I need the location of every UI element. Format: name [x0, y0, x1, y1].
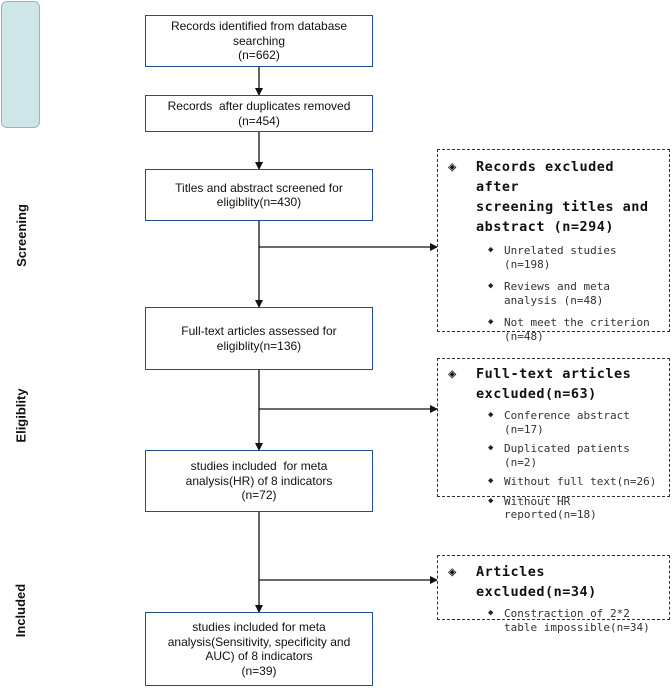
titles-screened-box: Titles and abstract screened for eligibl… — [145, 169, 373, 221]
fulltext-exclusions-title-line-2: excluded(n=63) — [476, 386, 597, 402]
exclusion-item-count: (n=198) — [504, 257, 551, 271]
records-identified-line-2: searching — [232, 33, 286, 48]
studies-included-hr-count: (n=72) — [241, 488, 277, 503]
records-identified-count: (n=662) — [238, 48, 280, 63]
exclusion-item-label: Reviews and meta — [504, 280, 610, 293]
studies-included-final-count: (n=39) — [241, 663, 277, 678]
exclusion-item-label: Unrelated studies — [504, 244, 617, 257]
diamond-bullet-icon: ◆ — [488, 281, 494, 291]
diamond-bullet-icon: ◆ — [488, 608, 494, 618]
studies-included-hr-box: studies included for meta analysis(HR) o… — [145, 450, 373, 512]
fulltext-assessed-line-1: Full-text articles assessed for — [181, 324, 337, 338]
exclusion-item-conference: ◆ Conference abstract (n=17) — [438, 409, 669, 436]
studies-included-final-box: studies included for meta analysis(Sensi… — [145, 612, 373, 686]
auc-exclusions-title: ◈ Articles excluded(n=34) — [438, 562, 669, 602]
exclusion-item-count: table impossible(n=34) — [504, 620, 650, 634]
exclusion-item-label: Conference abstract — [504, 409, 630, 422]
fulltext-exclusions-list: ◆ Conference abstract (n=17) ◆ Duplicate… — [438, 409, 669, 522]
records-deduplicated-line-1: Records after duplicates removed — [167, 99, 351, 113]
diamond-outline-icon: ◈ — [448, 159, 457, 175]
exclusion-item-count: analysis (n=48) — [504, 293, 604, 307]
screening-exclusions-title-line-2: screening titles and — [476, 199, 649, 215]
exclusion-item-label: Not meet the criterion — [504, 316, 650, 329]
titles-screened-line-2: eligiblity(n=430) — [216, 195, 302, 209]
exclusion-item-no-full-text: ◆ Without full text(n=26) — [438, 475, 669, 489]
screening-exclusions-title-line-3: abstract (n=294) — [476, 219, 615, 235]
auc-exclusions-list: ◆ Constraction of 2*2 table impossible(n… — [438, 607, 669, 634]
records-identified-box: Records identified from database searchi… — [145, 15, 373, 67]
fulltext-exclusions-title: ◈ Full-text articles excluded(n=63) — [438, 364, 669, 404]
diamond-bullet-icon: ◆ — [488, 410, 494, 420]
titles-screened-line-1: Titles and abstract screened for — [175, 180, 343, 195]
diamond-bullet-icon: ◆ — [488, 476, 494, 486]
screening-exclusions-title: ◈ Records excluded after screening title… — [438, 157, 669, 237]
exclusion-item-table-impossible: ◆ Constraction of 2*2 table impossible(n… — [438, 607, 669, 634]
exclusion-item-label: Without full text(n=26) — [504, 475, 657, 488]
exclusion-item-count: (n=17) — [504, 422, 544, 436]
exclusion-item-count: reported(n=18) — [504, 508, 597, 521]
studies-included-final-line-3: AUC) of 8 indicators — [205, 649, 313, 663]
auc-exclusions-box: ◈ Articles excluded(n=34) ◆ Constraction… — [437, 555, 670, 634]
diamond-bullet-icon: ◆ — [488, 317, 494, 327]
studies-included-final-line-2: analysis(Sensitivity, specificity and — [167, 634, 351, 649]
exclusion-item-no-hr: ◆ Without HR reported(n=18) — [438, 495, 669, 522]
auc-exclusions-title-line-1: Articles excluded(n=34) — [476, 564, 597, 600]
fulltext-exclusions-title-line-1: Full-text articles — [476, 366, 632, 382]
exclusion-item-label: Without HR — [504, 494, 571, 508]
screening-exclusions-title-line-1: Records excluded after — [476, 159, 615, 195]
diamond-bullet-icon: ◆ — [488, 495, 494, 506]
fulltext-assessed-line-2: eligiblity(n=136) — [216, 338, 302, 353]
diamond-bullet-icon: ◆ — [488, 443, 494, 453]
diamond-bullet-icon: ◆ — [488, 245, 494, 255]
exclusion-item-duplicated: ◆ Duplicated patients (n=2) — [438, 442, 669, 469]
fulltext-exclusions-box: ◈ Full-text articles excluded(n=63) ◆ Co… — [437, 358, 670, 521]
records-identified-line-1: Records identified from database — [170, 19, 348, 34]
screening-exclusions-list: ◆ Unrelated studies (n=198) ◆ Reviews an… — [438, 244, 669, 343]
fulltext-assessed-box: Full-text articles assessed for eligibli… — [145, 307, 373, 370]
exclusion-item-reviews: ◆ Reviews and meta analysis (n=48) — [438, 280, 669, 307]
studies-included-final-line-1: studies included for meta — [192, 620, 326, 634]
diamond-outline-icon: ◈ — [448, 564, 457, 580]
exclusion-item-criterion: ◆ Not meet the criterion (n=48) — [438, 316, 669, 343]
records-deduplicated-box: Records after duplicates removed (n=454) — [145, 95, 373, 132]
exclusion-item-count: (n=48) — [504, 329, 544, 343]
exclusion-item-label: Constraction of 2*2 — [504, 607, 630, 620]
records-deduplicated-count: (n=454) — [238, 113, 280, 128]
diamond-outline-icon: ◈ — [448, 366, 457, 382]
studies-included-hr-line-2: analysis(HR) of 8 indicators — [185, 473, 333, 488]
exclusion-item-label: Duplicated patients (n=2) — [504, 442, 630, 469]
screening-exclusions-box: ◈ Records excluded after screening title… — [437, 149, 670, 343]
stage-tab — [1, 1, 40, 128]
studies-included-hr-line-1: studies included for meta — [190, 459, 328, 474]
exclusion-item-unrelated: ◆ Unrelated studies (n=198) — [438, 244, 669, 271]
